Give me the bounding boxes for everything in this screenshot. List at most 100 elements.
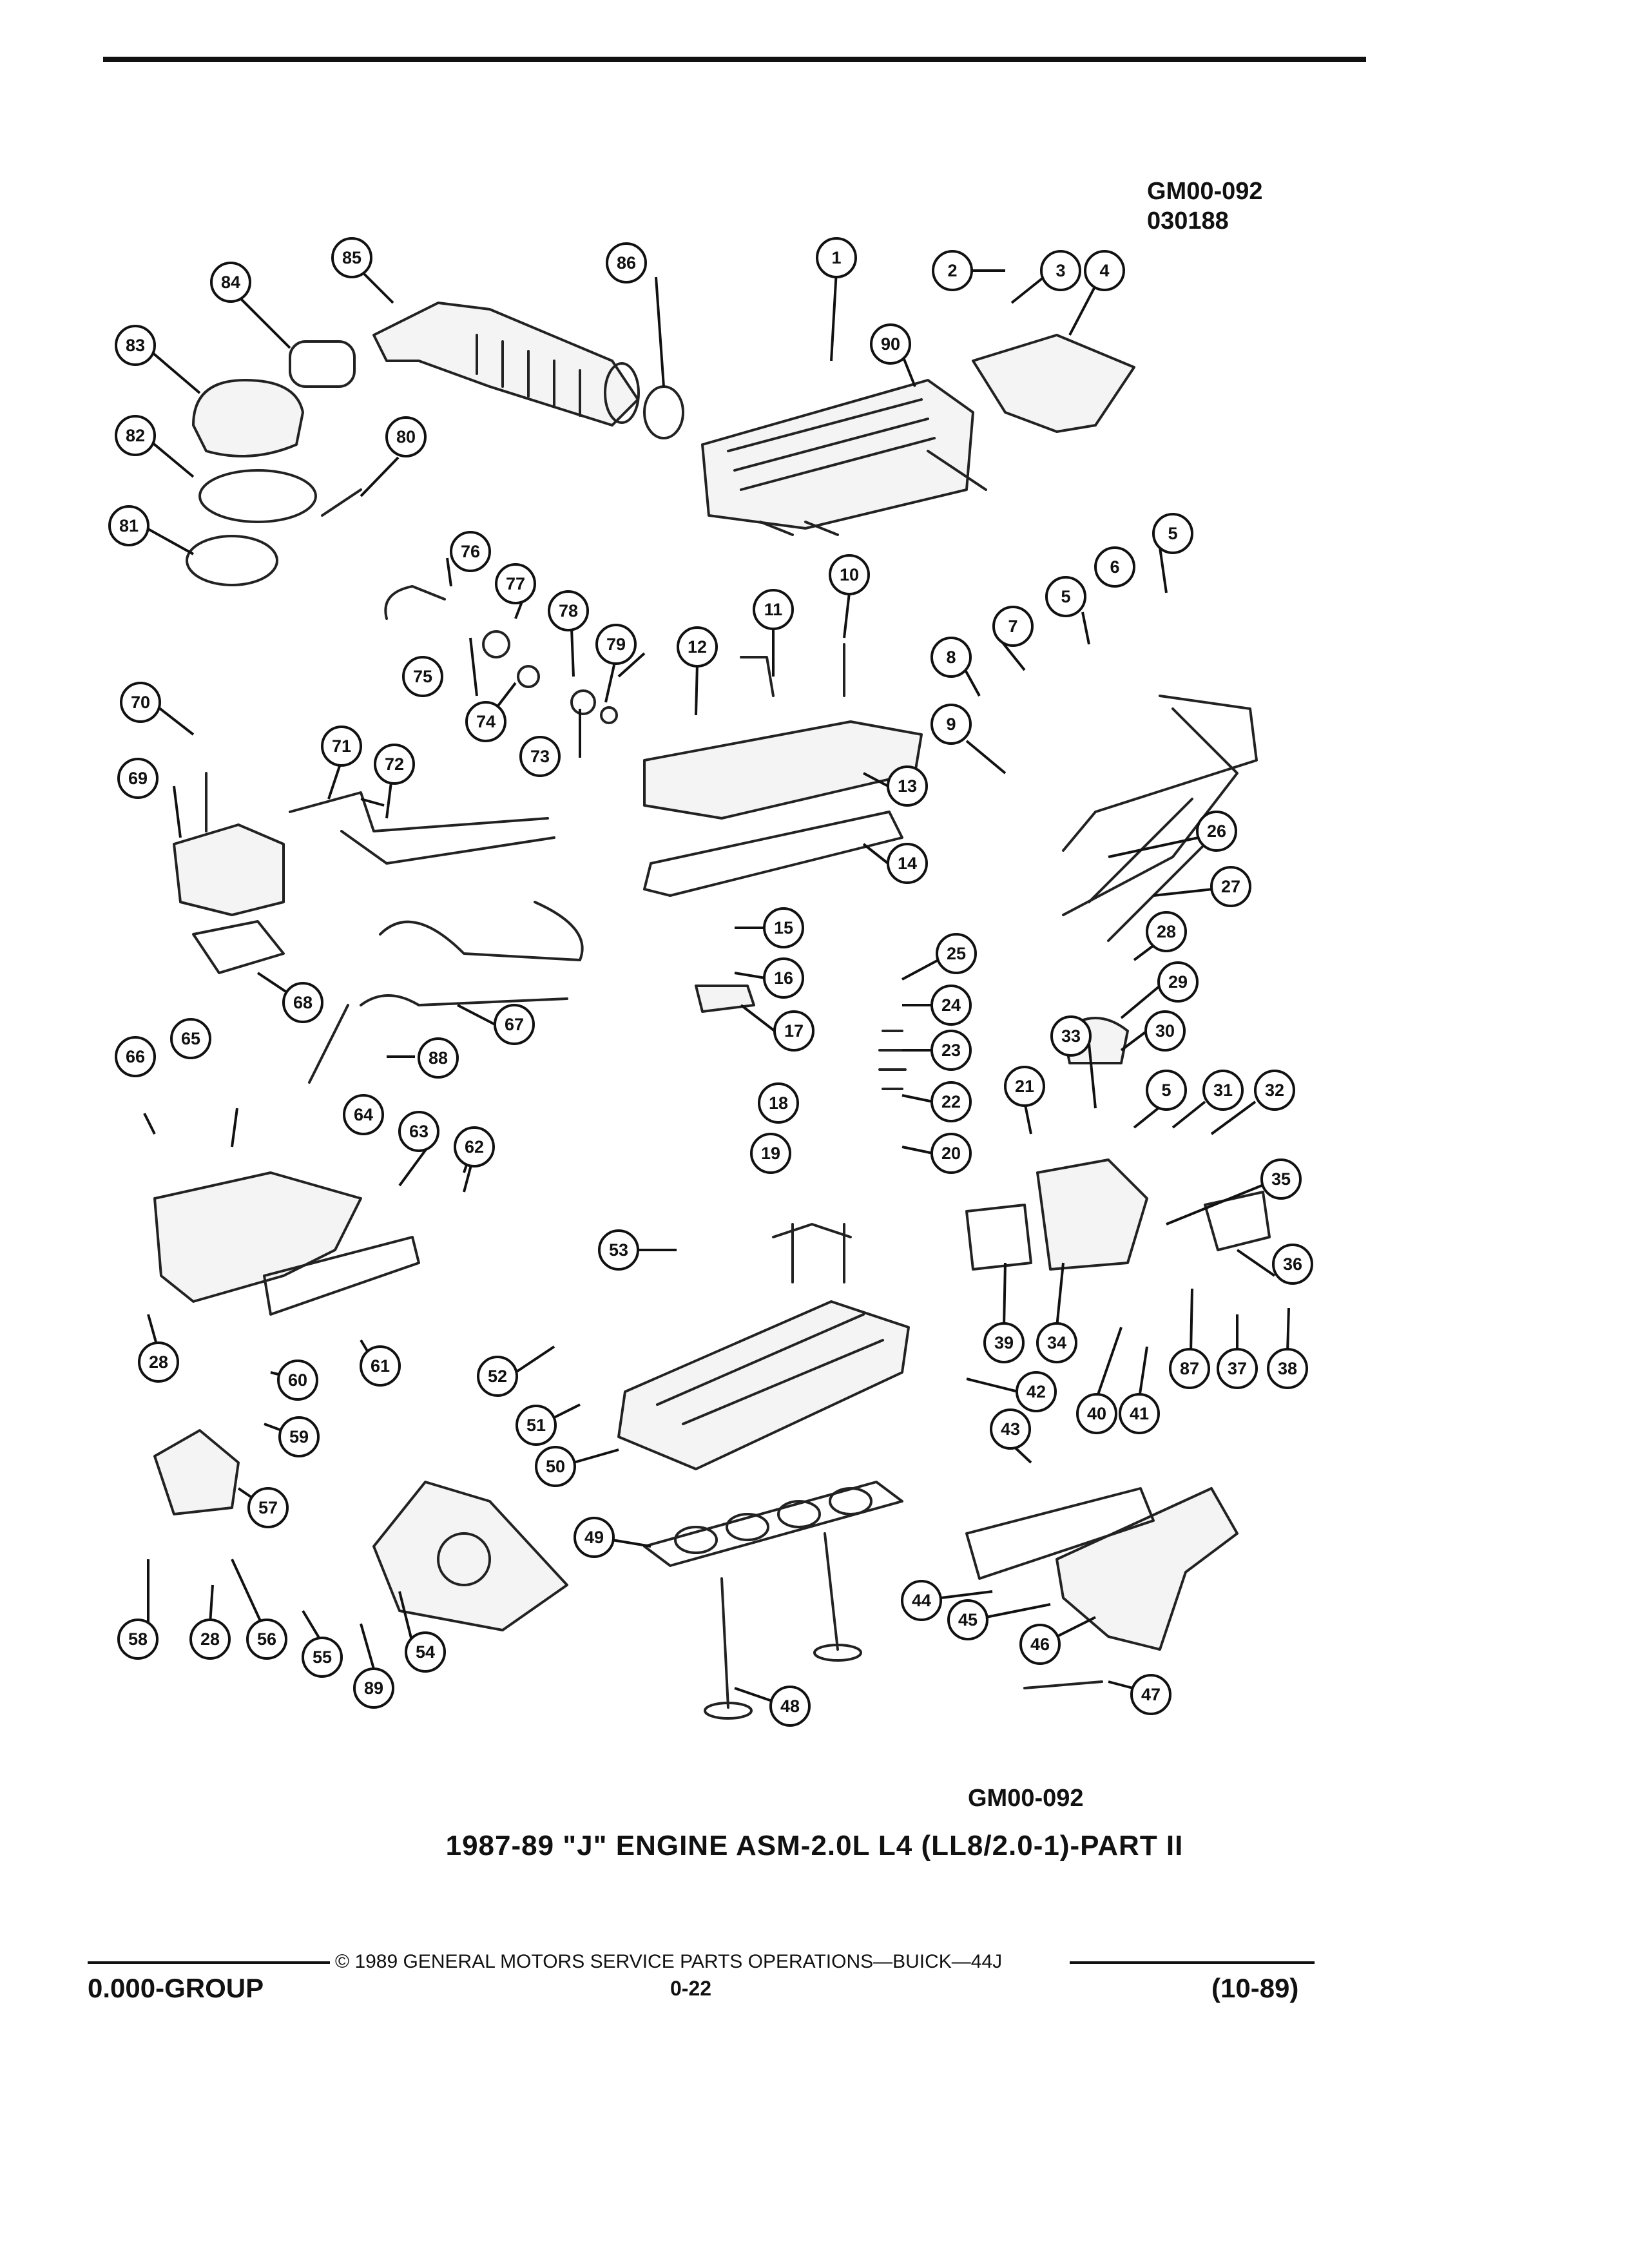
svg-text:66: 66 xyxy=(126,1047,145,1066)
svg-text:14: 14 xyxy=(898,854,917,873)
footer-rule-right xyxy=(1070,1961,1315,1964)
page-number: 0-22 xyxy=(670,1977,712,2000)
svg-text:80: 80 xyxy=(396,427,416,447)
callout-38: 38 xyxy=(1267,1348,1308,1389)
svg-text:2: 2 xyxy=(947,261,957,280)
part-drawings xyxy=(153,302,1271,1720)
svg-text:47: 47 xyxy=(1141,1685,1161,1704)
svg-text:1: 1 xyxy=(831,248,841,267)
air-cleaner-housing xyxy=(701,379,974,530)
callout-57: 57 xyxy=(247,1487,289,1528)
callout-10: 10 xyxy=(829,554,870,595)
callout-85: 85 xyxy=(331,237,372,278)
callout-balloons: 1 2 3 4 5 5 5 6 7 8 9 10 11 12 13 14 15 … xyxy=(108,237,1313,1727)
callout-50: 50 xyxy=(535,1446,576,1487)
svg-text:84: 84 xyxy=(221,273,240,292)
svg-text:51: 51 xyxy=(526,1416,546,1435)
callout-32: 32 xyxy=(1254,1070,1295,1111)
svg-text:57: 57 xyxy=(258,1498,278,1517)
svg-text:86: 86 xyxy=(617,253,636,273)
stamp-date: 030188 xyxy=(1147,207,1229,235)
svg-text:5: 5 xyxy=(1168,524,1177,543)
svg-text:55: 55 xyxy=(313,1648,332,1667)
svg-text:40: 40 xyxy=(1087,1404,1106,1423)
svg-text:16: 16 xyxy=(774,968,793,988)
callout-26: 26 xyxy=(1196,811,1237,852)
callout-89: 89 xyxy=(353,1667,394,1709)
callout-51: 51 xyxy=(516,1405,557,1446)
callout-39: 39 xyxy=(983,1322,1025,1363)
svg-text:44: 44 xyxy=(912,1591,931,1610)
callout-73: 73 xyxy=(519,736,561,777)
callout-87: 87 xyxy=(1169,1348,1210,1389)
top-rule xyxy=(103,57,1366,62)
figure-title: 1987-89 "J" ENGINE ASM-2.0L L4 (LL8/2.0-… xyxy=(445,1830,1184,1861)
svg-text:58: 58 xyxy=(128,1629,148,1649)
svg-text:37: 37 xyxy=(1228,1359,1247,1378)
callout-1: 1 xyxy=(816,237,857,278)
callout-20: 20 xyxy=(930,1133,972,1174)
svg-text:52: 52 xyxy=(488,1367,507,1386)
callout-82: 82 xyxy=(115,415,156,456)
svg-text:7: 7 xyxy=(1008,617,1017,636)
svg-text:73: 73 xyxy=(530,747,550,766)
callout-30: 30 xyxy=(1144,1010,1186,1052)
callout-88: 88 xyxy=(418,1037,459,1079)
callout-5c: 5 xyxy=(1146,1070,1187,1111)
callout-21: 21 xyxy=(1004,1066,1045,1107)
svg-text:76: 76 xyxy=(461,542,480,561)
callout-58: 58 xyxy=(117,1619,159,1660)
svg-text:15: 15 xyxy=(774,918,793,937)
svg-text:60: 60 xyxy=(288,1370,307,1390)
callout-31: 31 xyxy=(1202,1070,1244,1111)
thermostat-housing xyxy=(1036,1158,1148,1271)
callout-74: 74 xyxy=(465,701,506,742)
svg-text:28: 28 xyxy=(200,1629,220,1649)
svg-text:29: 29 xyxy=(1168,972,1188,992)
svg-text:56: 56 xyxy=(257,1629,276,1649)
valve-cover xyxy=(643,720,923,820)
svg-text:5: 5 xyxy=(1061,587,1070,606)
callout-23: 23 xyxy=(930,1030,972,1071)
callout-84: 84 xyxy=(210,262,251,303)
svg-text:6: 6 xyxy=(1110,557,1119,577)
svg-text:13: 13 xyxy=(898,776,917,796)
svg-text:65: 65 xyxy=(181,1029,200,1048)
callout-25: 25 xyxy=(936,933,977,974)
callout-34: 34 xyxy=(1036,1322,1077,1363)
svg-text:23: 23 xyxy=(941,1041,961,1060)
svg-text:10: 10 xyxy=(840,565,859,584)
svg-text:4: 4 xyxy=(1099,261,1109,280)
svg-text:85: 85 xyxy=(342,248,361,267)
callout-15: 15 xyxy=(763,907,804,948)
callout-46: 46 xyxy=(1019,1624,1061,1665)
svg-text:69: 69 xyxy=(128,769,148,788)
callout-3: 3 xyxy=(1040,250,1081,291)
callout-28a: 28 xyxy=(1146,911,1187,952)
svg-text:43: 43 xyxy=(1001,1419,1020,1439)
callout-54: 54 xyxy=(405,1631,446,1673)
svg-text:88: 88 xyxy=(429,1048,448,1068)
svg-text:72: 72 xyxy=(385,754,404,774)
svg-text:50: 50 xyxy=(546,1457,565,1476)
callout-7: 7 xyxy=(992,606,1034,647)
svg-text:28: 28 xyxy=(149,1352,168,1372)
callout-12: 12 xyxy=(677,626,718,668)
svg-text:41: 41 xyxy=(1130,1404,1149,1423)
callout-9: 9 xyxy=(930,704,972,745)
svg-text:64: 64 xyxy=(354,1105,373,1124)
callout-6: 6 xyxy=(1094,546,1135,588)
callout-68: 68 xyxy=(282,982,323,1023)
svg-text:48: 48 xyxy=(780,1696,800,1716)
svg-text:27: 27 xyxy=(1221,877,1240,896)
callout-8: 8 xyxy=(930,637,972,678)
svg-text:39: 39 xyxy=(994,1333,1014,1352)
intake-manifold xyxy=(153,1171,362,1303)
svg-text:46: 46 xyxy=(1030,1635,1050,1654)
svg-text:18: 18 xyxy=(769,1093,788,1113)
svg-text:33: 33 xyxy=(1061,1026,1081,1046)
svg-text:62: 62 xyxy=(465,1137,484,1157)
svg-text:5: 5 xyxy=(1161,1081,1171,1100)
svg-text:24: 24 xyxy=(941,995,961,1015)
